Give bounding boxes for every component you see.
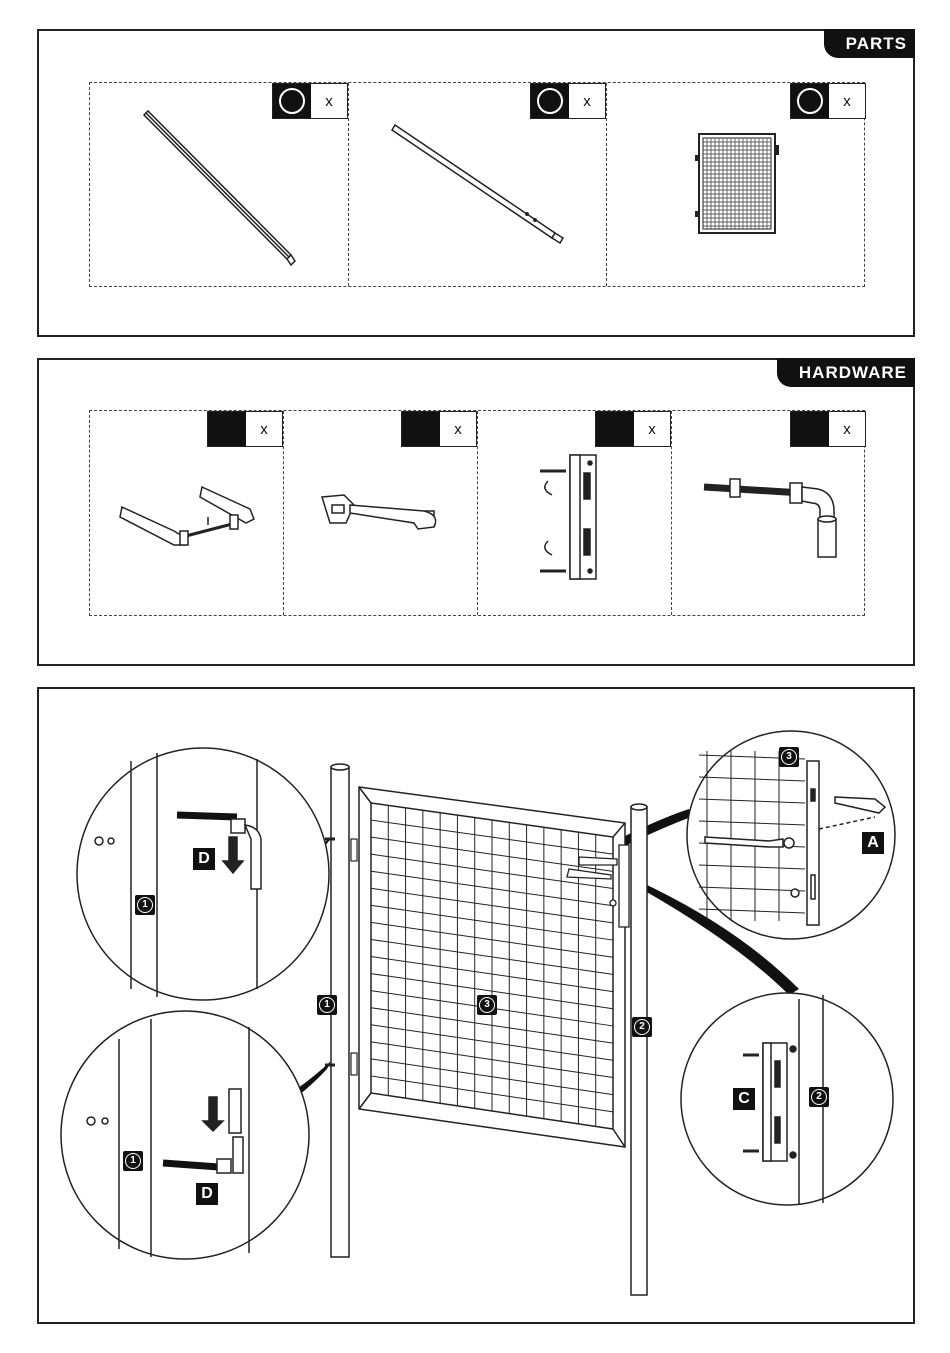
letter-d-label-top: D xyxy=(193,848,215,870)
zoom-hinge-top xyxy=(77,748,329,1000)
post-1-label: 1 xyxy=(317,995,337,1015)
hardware-cell-4: x xyxy=(672,411,866,615)
right-post xyxy=(631,804,647,1295)
hardware-grid: x x xyxy=(89,410,865,616)
gate-panel-drawing xyxy=(607,83,866,288)
gate-3-label: 3 xyxy=(477,995,497,1015)
hardware-cell-1: x xyxy=(90,411,284,615)
hardware-cell-3: x xyxy=(478,411,672,615)
zoom-lock-keeper xyxy=(681,993,893,1205)
handle-set-drawing xyxy=(90,411,284,617)
zoom-post-2-label: 2 xyxy=(809,1087,829,1107)
hinge-bolt-drawing xyxy=(672,411,866,617)
long-post-drawing xyxy=(90,83,349,288)
part-cell-3: x xyxy=(607,83,866,286)
part-cell-1: x xyxy=(90,83,349,286)
key-drawing xyxy=(284,411,478,617)
letter-a-label: A xyxy=(862,832,884,854)
short-post-drawing xyxy=(349,83,607,288)
parts-tab: PARTS xyxy=(824,29,915,58)
parts-panel: PARTS x x x xyxy=(37,29,915,337)
zoom-post-1-label-bottom: 1 xyxy=(123,1151,143,1171)
lock-keeper-drawing xyxy=(478,411,672,617)
post-2-label: 2 xyxy=(632,1017,652,1037)
hardware-tab: HARDWARE xyxy=(777,358,915,387)
letter-c-label: C xyxy=(733,1088,755,1110)
zoom-post-1-label: 1 xyxy=(135,895,155,915)
hardware-cell-2: x xyxy=(284,411,478,615)
assembly-panel: 1 2 3 1 1 3 2 A C D D xyxy=(37,687,915,1324)
hardware-panel: HARDWARE x x xyxy=(37,358,915,666)
parts-grid: x x x xyxy=(89,82,865,287)
letter-d-label-bottom: D xyxy=(196,1183,218,1205)
part-cell-2: x xyxy=(349,83,607,286)
zoom-gate-3-label: 3 xyxy=(779,747,799,767)
